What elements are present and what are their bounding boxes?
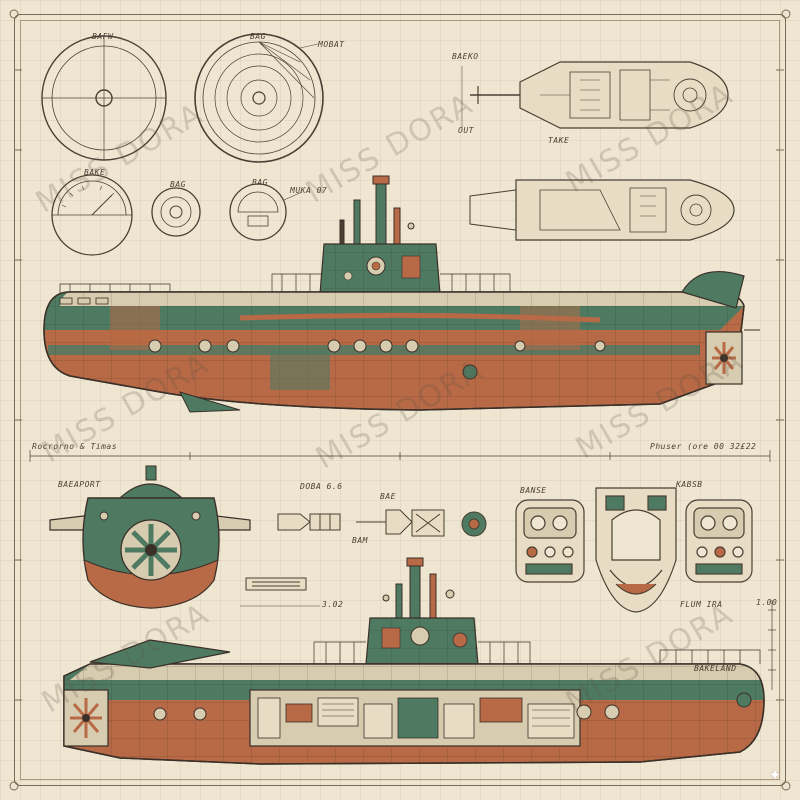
frame-ticks bbox=[9, 9, 791, 791]
label-plan-b: OUT bbox=[458, 126, 474, 135]
label-gauge-large-left: BAFW bbox=[92, 32, 114, 41]
label-gauge-small-note: MUKA 07 bbox=[290, 186, 328, 195]
label-front-view: BAEAPORT bbox=[58, 480, 101, 489]
gauge-large-left bbox=[41, 35, 167, 161]
gauge-small-right bbox=[229, 183, 303, 241]
label-detail-a: DOBA 6.6 bbox=[300, 482, 343, 491]
submarine-profile-lower bbox=[63, 557, 765, 765]
label-section-right: Phuser (ore 00 32£22 bbox=[650, 442, 757, 451]
gauge-small-left bbox=[51, 174, 133, 256]
label-console-a: BANSE bbox=[520, 486, 547, 495]
scale-ticks bbox=[768, 600, 776, 690]
detail-parts bbox=[240, 509, 487, 607]
label-console-b: KABSB bbox=[676, 480, 703, 489]
label-plan-a: BAEKO bbox=[452, 52, 479, 61]
label-plan-c: TAKE bbox=[548, 136, 570, 145]
label-bottom-note: BAKELAND bbox=[694, 664, 737, 673]
gauge-small-mid bbox=[151, 187, 201, 237]
label-gauge-small-left: BAKE bbox=[84, 168, 106, 177]
plan-view-lower bbox=[469, 179, 735, 241]
label-detail-c: BAE bbox=[380, 492, 396, 501]
label-console-d: 1.00 bbox=[756, 598, 778, 607]
submarine-profile-upper bbox=[43, 175, 760, 413]
submarine-front-view bbox=[49, 465, 251, 609]
label-detail-b: BAM bbox=[352, 536, 368, 545]
label-gauge-small-mid: BAG bbox=[170, 180, 186, 189]
gauge-large-mid bbox=[194, 33, 324, 163]
label-gauge-large-mid: BAG bbox=[250, 32, 266, 41]
label-detail-d: 3.02 bbox=[322, 600, 344, 609]
sparkle-icon: ✦ bbox=[768, 761, 782, 785]
label-section-left: Rocrorno & Timas bbox=[32, 442, 118, 451]
dimension-line-upper bbox=[29, 450, 771, 462]
control-consoles bbox=[515, 487, 753, 613]
label-gauge-small-right: BAG bbox=[252, 178, 268, 187]
label-gauge-note: MOBAT bbox=[318, 40, 345, 49]
plan-view-upper bbox=[461, 61, 729, 129]
label-console-c: FLUM IRA bbox=[680, 600, 723, 609]
